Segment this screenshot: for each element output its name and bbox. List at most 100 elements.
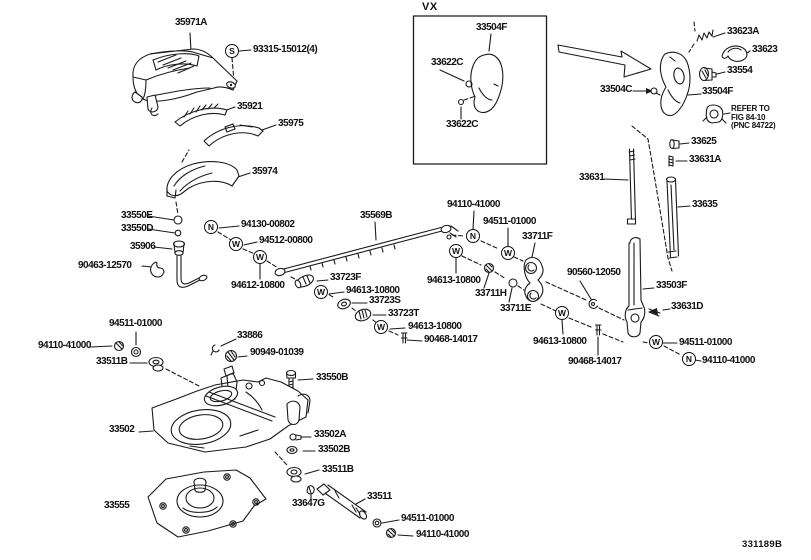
figure-code: 331189B [742,539,783,550]
refer-note: REFER TO FIG 84-10 (PNC 84722) [731,104,776,131]
clip-33623 [721,45,748,62]
refer-note-line1: REFER TO [731,104,770,113]
hook-90463-12570 [150,261,165,278]
refer-part-84722 [702,104,727,124]
part-number-label: 90468-14017 [424,334,478,345]
part-number-label: 33711F [522,231,553,242]
part-33625 [669,138,680,150]
part-number-label: 33550E [121,210,153,221]
part-number-label: 94110-41000 [416,529,469,540]
plate-33555 [147,469,267,538]
shift-knob-33504F [650,51,691,117]
direction-arrow [557,44,652,78]
part-number-label: 35921 [237,101,263,112]
part-number-label: 94511-01000 [109,318,162,329]
part-number-label: 33622C [446,119,479,130]
part-number-label: 94512-00800 [259,235,313,246]
part-number-label: 94613-10800 [427,275,481,286]
fasteners-bottom-left [113,340,238,372]
part-number-label: 94511-01000 [483,216,536,227]
part-number-label: 94130-00802 [241,219,295,230]
part-number-label: 94110-41000 [38,340,91,351]
circled-letter-symbol-w: W [253,250,267,264]
part-number-label: 94613-10800 [346,285,400,296]
vx-inset-title: VX [422,1,438,13]
part-number-label: 33554 [727,65,753,76]
link-parts-33723 [294,274,408,344]
ball-33711E [508,278,518,288]
part-number-label: 90949-01039 [250,347,304,358]
part-number-label: 94613-10800 [533,336,587,347]
part-number-label: 94511-01000 [401,513,454,524]
plate-33502-assembly [151,365,311,453]
part-number-label: 33504C [600,84,633,95]
part-number-label: 33647G [292,498,325,509]
circled-letter-symbol-w: W [649,335,663,349]
shaft-33511 [321,484,367,519]
lever-33503F [624,237,661,338]
trim-strip-35921 [174,103,228,127]
part-number-label: 33623 [752,44,778,55]
part-number-label: 93315-15012(4) [253,44,318,55]
circled-letter-symbol-n: N [682,352,696,366]
part-number-label: 33623A [727,26,760,37]
pin-33631D [648,308,661,317]
part-number-label: 33502B [318,444,351,455]
circled-letter-symbol-w: W [555,306,569,320]
circled-letter-symbol-s: S [225,44,239,58]
part-number-label: 33631D [671,301,704,312]
spring-33631A [668,155,674,167]
link-33711F [523,257,544,303]
rod-35569B [274,224,459,277]
part-number-label: 33723S [369,295,401,306]
key-33647G [306,485,315,495]
part-number-label: 33503F [656,280,687,291]
part-number-label: 94613-10800 [408,321,462,332]
part-number-label: 33622C [431,57,464,68]
part-number-label: 33550D [121,223,154,234]
clip-90560-12050 [588,298,599,309]
part-number-label: 33511B [96,356,128,367]
part-number-label: 35971A [175,17,208,28]
circled-letter-symbol-w: W [374,320,388,334]
part-number-label: 33886 [237,330,263,341]
circled-letter-symbol-n: N [204,220,218,234]
part-number-label: 90560-12050 [567,267,621,278]
vx-inset-box [412,15,548,165]
part-number-label: 33723F [330,272,361,283]
clip-33886 [210,344,220,356]
leader-lines [89,32,751,537]
refer-note-line3: (PNC 84722) [731,121,776,130]
part-number-label: 33504F [702,86,733,97]
part-number-label: 94511-01000 [679,337,732,348]
rod-33635 [665,176,680,259]
rod-35906-chain [150,215,208,288]
part-number-label: 33550B [316,372,349,383]
circled-letter-symbol-w: W [229,237,243,251]
circled-letter-symbol-n: N [466,229,480,243]
part-number-label: 94110-41000 [702,355,755,366]
part-number-label: 33502 [109,424,135,435]
part-33554 [698,66,717,82]
part-number-label: 33511 [367,491,392,502]
part-number-label: 33635 [692,199,718,210]
parts-33502A-33511 [286,433,397,539]
part-number-label: 33555 [104,500,130,511]
part-number-label: 35906 [130,241,156,252]
part-number-label: 35974 [252,166,278,177]
refer-note-line2: FIG 84-10 [731,112,766,122]
button-33504C [650,87,658,95]
trim-strip-35975 [203,123,264,147]
rod-33631 [626,148,637,225]
part-number-label: 33711E [500,303,531,314]
nut-33711H [483,262,495,274]
part-number-label: 90463-12570 [78,260,132,271]
pin-90468-14017-right [594,324,602,336]
shift-knob-vx [470,53,504,114]
part-number-label: 33631 [579,172,605,183]
console-panel-35971A [131,48,238,117]
circled-letter-symbol-w: W [314,285,328,299]
circled-letter-symbol-w: W [449,244,463,258]
